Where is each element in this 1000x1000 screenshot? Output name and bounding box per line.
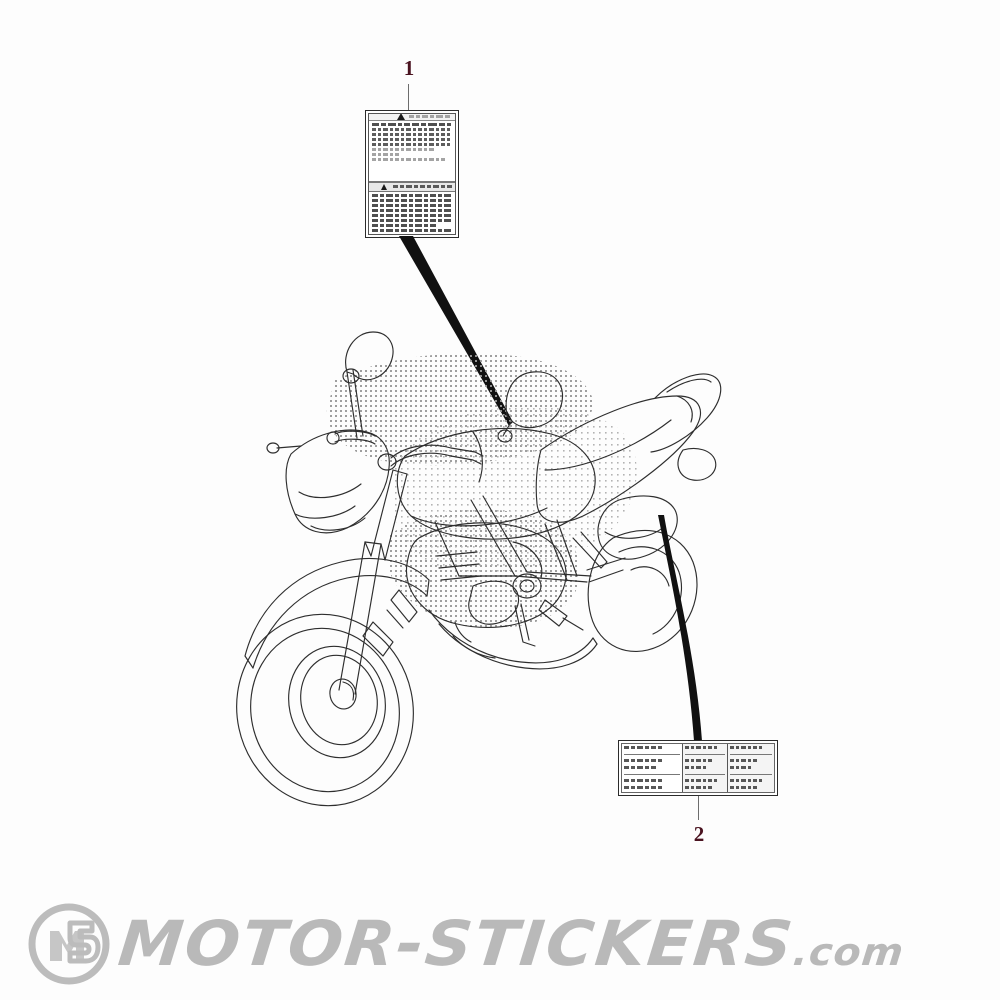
front-wheel xyxy=(236,613,414,807)
seat xyxy=(535,395,701,523)
label-2-column-1 xyxy=(622,744,683,792)
headlight-cowl xyxy=(285,429,390,534)
rear-cowl xyxy=(597,495,678,560)
engine xyxy=(405,522,567,629)
leader-line-2 xyxy=(658,515,702,741)
warning-triangle-icon-secondary xyxy=(381,184,387,190)
callout-number-1: 1 xyxy=(403,56,415,80)
watermark: MOTOR-STICKERS.com xyxy=(0,894,1000,994)
rear-wheel xyxy=(586,529,698,652)
watermark-text: MOTOR-STICKERS.com xyxy=(115,907,909,980)
label-2-column-3 xyxy=(728,744,774,792)
label-1-section-lower xyxy=(369,192,455,234)
label-1-inner xyxy=(368,113,456,235)
label-2-inner xyxy=(621,743,775,793)
label-1-header xyxy=(369,114,455,121)
label-1-section-upper xyxy=(369,121,455,182)
fuel-tank xyxy=(396,427,596,540)
tail-section xyxy=(650,373,722,481)
front-fender xyxy=(244,557,430,669)
label-2-column-2 xyxy=(682,744,729,792)
watermark-brand: MOTOR-STICKERS xyxy=(115,907,798,980)
exhaust-muffler xyxy=(428,609,598,670)
callout-1-stem xyxy=(408,84,409,110)
label-1-divider xyxy=(369,182,455,192)
callout-2-stem xyxy=(698,796,699,820)
side-cover xyxy=(468,580,520,625)
left-mirror xyxy=(342,331,394,439)
ms-monogram-logo xyxy=(28,903,110,985)
callout-number-2: 2 xyxy=(693,822,705,846)
warning-triangle-icon xyxy=(397,114,405,120)
motorcycle-illustration xyxy=(236,331,722,807)
watermark-tld: .com xyxy=(790,930,907,974)
front-fork xyxy=(338,469,408,695)
side-stand xyxy=(514,603,536,647)
turn-signal xyxy=(266,442,302,454)
tire-information-label[interactable] xyxy=(618,740,778,796)
footpeg xyxy=(538,599,584,631)
warning-caution-label[interactable] xyxy=(365,110,459,238)
halftone-shading xyxy=(326,353,637,629)
frame xyxy=(434,495,592,583)
rear-suspension xyxy=(572,531,608,569)
